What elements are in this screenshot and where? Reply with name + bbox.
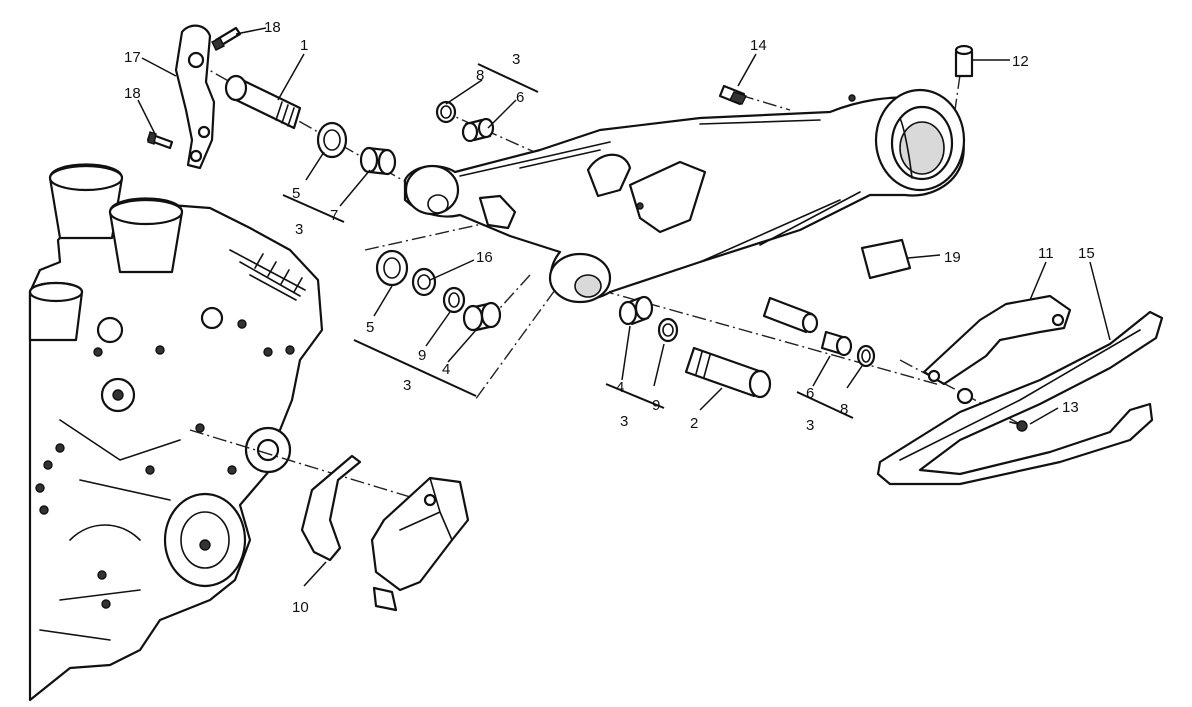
- leader-lines: [137, 27, 1111, 587]
- seal-9-right: [657, 317, 679, 343]
- engine-assembly: [28, 163, 324, 702]
- bolt-18-top: [211, 26, 242, 51]
- screw-13: [1009, 420, 1028, 432]
- callout-12: 12: [1012, 53, 1029, 70]
- bearing-5-lower: [375, 249, 409, 287]
- callout-18-bottom: 18: [124, 85, 141, 102]
- bushing-7: [359, 146, 397, 176]
- seal-8-right: [856, 344, 876, 368]
- callout-11: 11: [1038, 245, 1054, 262]
- callout-5-upper: 5: [292, 185, 300, 202]
- bracket-17: [174, 24, 216, 170]
- bearing-5-upper: [316, 121, 348, 159]
- callout-19: 19: [944, 249, 961, 266]
- callout-15: 15: [1078, 245, 1095, 262]
- bolt-18-bottom: [146, 131, 174, 150]
- seal-16: [411, 267, 437, 297]
- bushing-6-right: [820, 330, 853, 357]
- sprocket-cover: [370, 476, 470, 612]
- callout-14: 14: [750, 37, 767, 54]
- gasket-10: [300, 454, 362, 562]
- callout-labels: 1 18 17 18 5 7 3 3 8 6 14 12 16 19 11 15…: [124, 19, 1095, 616]
- callout-3-upper-left: 3: [295, 221, 303, 238]
- pivot-pin-2: [684, 346, 772, 399]
- callout-6-upper: 6: [516, 89, 524, 106]
- callout-8-upper: 8: [476, 67, 484, 84]
- callout-18-top: 18: [264, 19, 281, 36]
- chain-guard-bracket-11: [922, 294, 1072, 386]
- seal-8-upper: [435, 100, 457, 124]
- callout-1: 1: [300, 37, 308, 54]
- callout-17: 17: [124, 49, 141, 66]
- callout-3-lower-right: 3: [806, 417, 814, 434]
- callout-9-left: 9: [418, 347, 426, 364]
- callout-9-right: 9: [652, 397, 660, 414]
- seal-9-left: [442, 286, 466, 314]
- swingarm: [403, 88, 966, 304]
- callout-6-right: 6: [806, 385, 814, 402]
- callout-3-lower-mid: 3: [620, 413, 628, 430]
- callout-5-lower: 5: [366, 319, 374, 336]
- callout-8-right: 8: [840, 401, 848, 418]
- chain-slider-15: [876, 310, 1164, 486]
- callout-16: 16: [476, 249, 493, 266]
- bushing-4-right: [618, 295, 654, 326]
- callout-7: 7: [330, 207, 338, 224]
- pivot-shaft-1: [224, 74, 302, 130]
- bushing-4-left: [462, 301, 502, 332]
- bushing-6-upper: [461, 117, 495, 143]
- callout-4-right: 4: [616, 379, 624, 396]
- callout-13: 13: [1062, 399, 1079, 416]
- callout-4-left: 4: [442, 361, 450, 378]
- callout-10: 10: [292, 599, 309, 616]
- bolt-12: [954, 44, 974, 78]
- callout-3-top: 3: [512, 51, 520, 68]
- sticker-19: [860, 238, 912, 280]
- spacer-tube: [762, 296, 819, 334]
- grease-nipple-14: [718, 84, 747, 106]
- callout-3-lower-left: 3: [403, 377, 411, 394]
- group-brackets: [282, 63, 854, 419]
- callout-2: 2: [690, 415, 698, 432]
